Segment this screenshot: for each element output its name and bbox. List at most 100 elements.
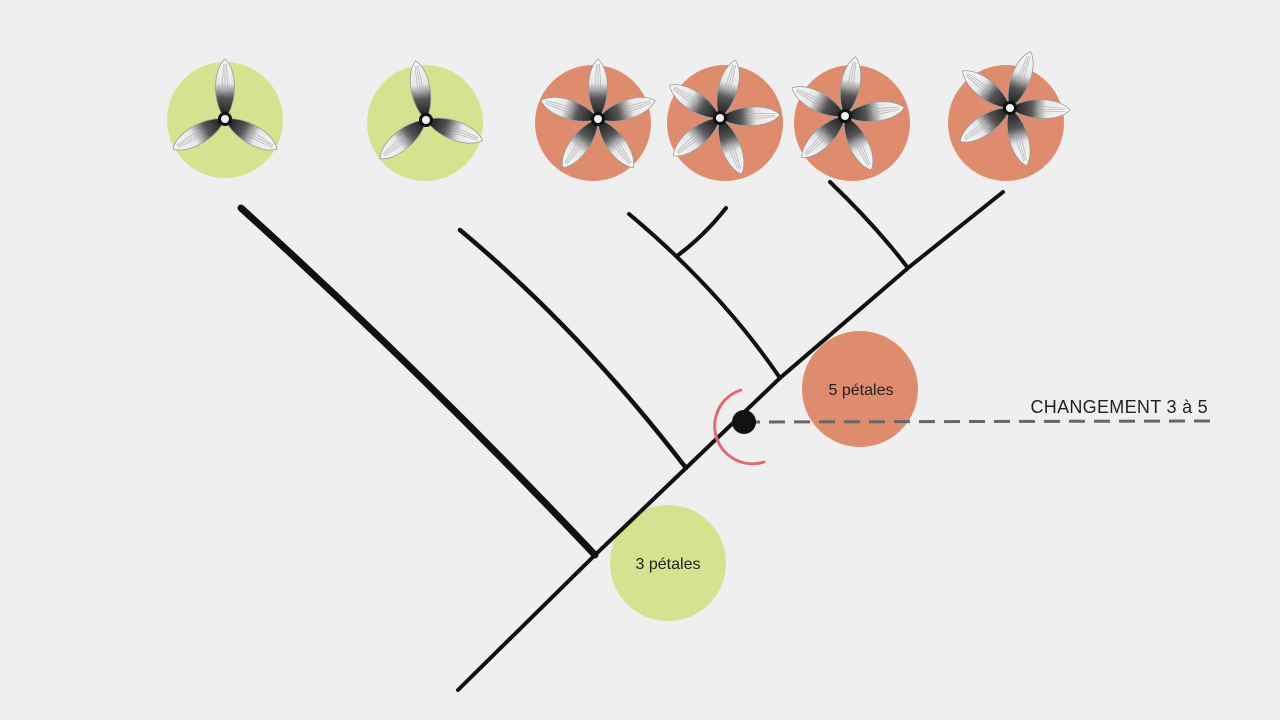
petal-vein	[852, 61, 857, 90]
petal-vein	[674, 86, 700, 102]
three-petal-label: 3 pétales	[636, 556, 701, 573]
petal-vein	[806, 136, 828, 156]
petal-vein	[746, 113, 776, 114]
taxon-state-circle	[948, 65, 1064, 181]
petal-vein	[246, 134, 273, 149]
change-label: CHANGEMENT 3 à 5	[1030, 397, 1208, 417]
petal-vein	[1036, 111, 1066, 113]
petal-vein	[226, 63, 229, 93]
petal-vein	[805, 134, 826, 155]
branch-inner-clade	[627, 212, 782, 380]
petal-vein	[1037, 105, 1066, 109]
petal-vein	[963, 120, 987, 138]
petal-vein	[846, 61, 854, 89]
flower-center-highlight	[594, 115, 602, 123]
petal-vein	[966, 73, 989, 92]
taxon-flower-6	[948, 51, 1071, 181]
taxon-flower-4	[667, 59, 783, 181]
petal-vein	[964, 125, 990, 141]
taxa-flowers	[167, 51, 1071, 181]
petal-vein	[594, 63, 597, 93]
petal-vein	[803, 132, 824, 154]
petal-vein	[871, 106, 900, 110]
flower-center-highlight	[716, 114, 724, 122]
five-petal-label: 5 pétales	[829, 382, 894, 399]
petal-vein	[248, 132, 273, 147]
petal-icon	[540, 96, 599, 122]
five-petal-state-circle	[802, 331, 918, 447]
petal-vein	[677, 137, 702, 155]
petal-vein	[416, 65, 422, 94]
petal-vein	[545, 100, 574, 109]
petal-vein	[795, 91, 820, 107]
petal-vein	[450, 131, 478, 141]
petal-vein	[729, 64, 737, 93]
petal-vein	[964, 122, 988, 140]
petal-vein	[1019, 133, 1027, 161]
petal-vein	[747, 116, 776, 120]
flower-center-highlight	[422, 116, 430, 124]
taxon-flower-5	[791, 56, 910, 181]
flower-center-highlight	[1006, 104, 1014, 112]
petal-vein	[849, 61, 855, 90]
petal-vein	[451, 128, 478, 140]
petal-vein	[676, 134, 700, 154]
branch-taxon-4	[675, 206, 728, 258]
petal-vein	[967, 72, 991, 90]
petal-vein	[1016, 55, 1028, 82]
change-dashed-line	[743, 419, 1213, 424]
change-marker-arc	[713, 388, 766, 466]
petal-vein	[564, 138, 580, 163]
petal-icon	[425, 117, 483, 144]
flower-center-highlight	[841, 112, 849, 120]
petal-vein	[544, 103, 572, 114]
petal-vein	[872, 109, 900, 116]
petal-vein	[1014, 134, 1025, 162]
petal-vein	[613, 140, 631, 164]
petal-vein	[566, 142, 585, 165]
petal-vein	[452, 126, 479, 138]
petal-vein	[383, 137, 406, 156]
petal-vein	[726, 64, 735, 93]
petal-vein	[623, 101, 651, 111]
petal-vein	[672, 88, 696, 107]
branch-taxon-2	[457, 227, 689, 471]
petal-vein	[675, 132, 698, 152]
petal-vein	[965, 74, 988, 95]
petal-vein	[414, 65, 419, 94]
petal-vein	[1018, 56, 1030, 83]
petal-icon	[597, 96, 656, 122]
petal-vein	[1021, 56, 1031, 84]
petal-vein	[599, 63, 602, 93]
petal-vein	[565, 140, 583, 164]
petal-vein	[856, 140, 870, 166]
taxon-flower-1	[167, 58, 283, 178]
flower-center-highlight	[221, 115, 229, 123]
petal-vein	[384, 139, 408, 157]
petal-vein	[622, 100, 651, 109]
node-dot-icon	[732, 410, 756, 434]
petal-vein	[723, 64, 734, 92]
petal-icon	[1007, 51, 1034, 109]
petal-vein	[859, 138, 871, 166]
trunk-branch	[456, 190, 1005, 692]
branch-taxon-5	[828, 180, 910, 270]
petal-vein	[746, 114, 776, 117]
petal-vein	[616, 138, 632, 163]
petal-vein	[732, 142, 742, 170]
petal-vein	[177, 134, 204, 149]
petal-vein	[729, 143, 741, 170]
petal-vein	[221, 63, 224, 93]
petal-vein	[796, 89, 822, 104]
petal-vein	[545, 101, 573, 111]
petal-vein	[249, 129, 274, 146]
petal-vein	[1017, 133, 1026, 162]
petal-vein	[382, 134, 404, 155]
petal-vein	[796, 88, 823, 101]
taxon-flower-3	[535, 58, 656, 181]
petal-vein	[417, 65, 425, 93]
taxon-flower-2	[367, 60, 483, 181]
petal-vein	[871, 107, 900, 113]
